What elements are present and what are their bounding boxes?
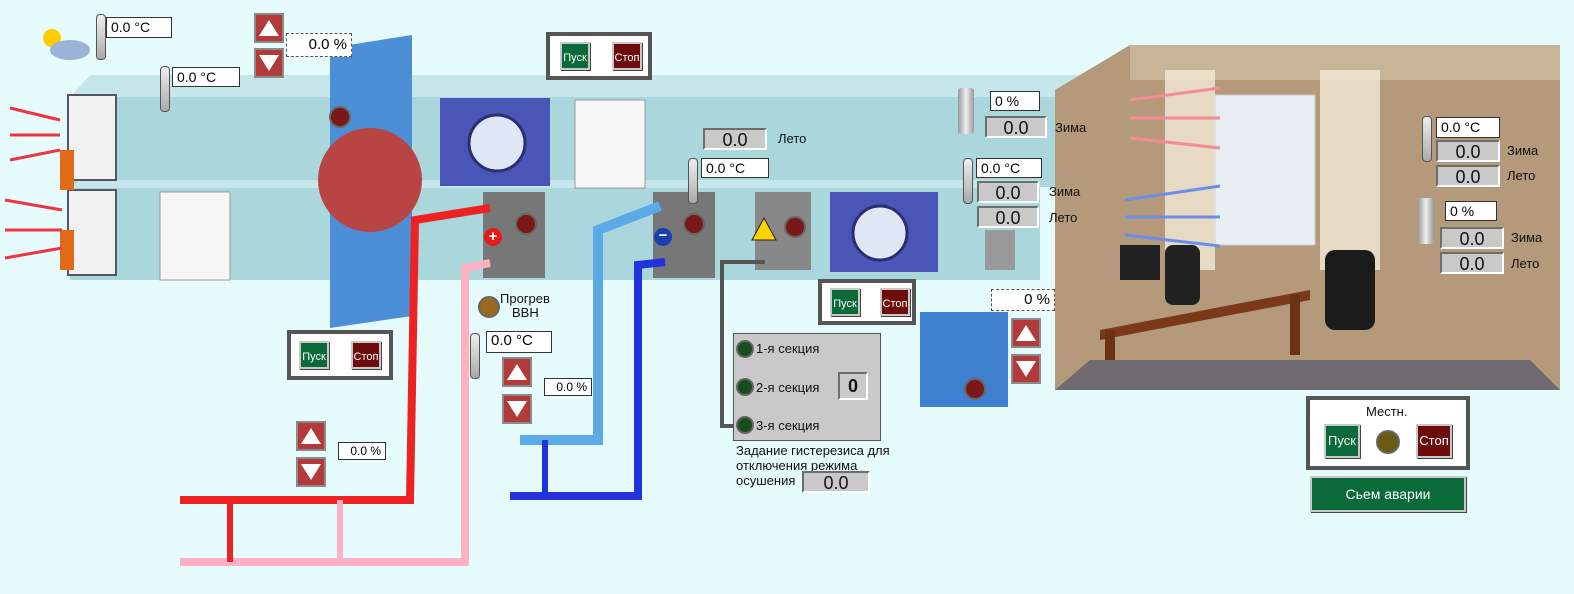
prewarm-status-lamp xyxy=(478,296,500,318)
supply-temp-summer-field[interactable]: 0.0 xyxy=(977,206,1039,228)
electric-heater-sections-panel: 1-я секция 2-я секция 0 3-я секция xyxy=(733,333,881,441)
damper-position-readout: 0.0 % xyxy=(286,33,352,57)
room-temp-readout: 0.0 °C xyxy=(1436,117,1500,138)
section-1-label: 1-я секция xyxy=(756,341,820,356)
thermometer-icon xyxy=(963,158,973,204)
cooler-valve-up-button[interactable] xyxy=(502,357,532,387)
prewarm-label-2: ВВН xyxy=(512,305,539,320)
humidifier-up-button[interactable] xyxy=(1011,318,1041,348)
summer-label: Лето xyxy=(1049,210,1078,225)
recuperator-status-lamp xyxy=(329,106,351,128)
heater-valve-down-button[interactable] xyxy=(296,457,326,487)
summer-setpoint-field[interactable]: 0.0 xyxy=(703,128,767,150)
plus-icon: + xyxy=(484,228,502,246)
supply-fan-control-panel: Пуск Стоп xyxy=(546,32,652,80)
hysteresis-label: Задание гистерезиса для отключения режим… xyxy=(736,443,890,488)
exhaust-fan-start-button[interactable]: Пуск xyxy=(830,288,860,316)
cooler-valve-position-readout: 0.0 % xyxy=(544,378,592,396)
electric-heater-status-lamp xyxy=(784,216,806,238)
local-control-panel: Местн. Пуск Стоп xyxy=(1306,396,1470,470)
humidifier-status-lamp xyxy=(964,378,986,400)
humidifier-down-button[interactable] xyxy=(1011,354,1041,384)
summer-label: Лето xyxy=(778,131,807,146)
heater-valve-position-readout: 0.0 % xyxy=(338,442,386,460)
local-panel-title: Местн. xyxy=(1366,404,1408,419)
recuperator-control-panel: Пуск Стоп xyxy=(287,330,393,380)
thermometer-icon xyxy=(96,14,106,60)
prewarm-label: Прогрев xyxy=(500,291,550,306)
summer-label: Лето xyxy=(1511,256,1540,271)
winter-label: Зима xyxy=(1507,143,1539,158)
heater-return-temp-readout: 0.0 °C xyxy=(486,331,552,353)
hysteresis-field[interactable]: 0.0 xyxy=(802,471,870,493)
room-humidity-summer-field[interactable]: 0.0 xyxy=(1440,252,1504,274)
thermometer-icon xyxy=(470,333,480,379)
room-humidity-winter-field[interactable]: 0.0 xyxy=(1440,227,1504,249)
recuperator-start-button[interactable]: Пуск xyxy=(299,341,329,369)
room-humidity-readout: 0 % xyxy=(1445,201,1497,221)
winter-label: Зима xyxy=(1049,184,1081,199)
damper-up-button[interactable] xyxy=(254,13,284,43)
active-sections-count: 0 xyxy=(838,372,868,400)
supply-humidity-readout: 0 % xyxy=(990,91,1040,111)
alarm-reset-button[interactable]: Сьем аварии xyxy=(1310,476,1466,512)
exhaust-fan-control-panel: Пуск Стоп xyxy=(818,279,916,325)
supply-temp-winter-field[interactable]: 0.0 xyxy=(977,181,1039,203)
thermometer-icon xyxy=(160,66,170,112)
thermometer-icon xyxy=(1422,116,1432,162)
humidity-sensor-icon xyxy=(958,88,974,134)
winter-label: Зима xyxy=(1055,120,1087,135)
supply-humidity-winter-field[interactable]: 0.0 xyxy=(985,116,1047,138)
damper-down-button[interactable] xyxy=(254,48,284,78)
cooler-valve-down-button[interactable] xyxy=(502,394,532,424)
supply-temp-readout: 0.0 °C xyxy=(976,158,1042,178)
section-3-label: 3-я секция xyxy=(756,418,820,433)
minus-icon: − xyxy=(654,228,672,246)
heater-status-lamp xyxy=(515,213,537,235)
humidifier-position-readout: 0 % xyxy=(991,289,1055,311)
section-3-lamp xyxy=(736,416,754,434)
thermometer-icon xyxy=(688,158,698,204)
heater-valve-up-button[interactable] xyxy=(296,421,326,451)
section-1-lamp xyxy=(736,340,754,358)
humidity-sensor-icon xyxy=(1418,198,1434,244)
recuperator-stop-button[interactable]: Стоп xyxy=(351,341,381,369)
supply-fan-start-button[interactable]: Пуск xyxy=(560,42,590,70)
winter-label: Зима xyxy=(1511,230,1543,245)
intake-temp-readout: 0.0 °C xyxy=(172,67,240,87)
after-cooler-temp-readout: 0.0 °C xyxy=(701,158,769,178)
summer-label: Лето xyxy=(1507,168,1536,183)
local-stop-button[interactable]: Стоп xyxy=(1416,424,1452,458)
room-temp-winter-field[interactable]: 0.0 xyxy=(1436,140,1500,162)
section-2-lamp xyxy=(736,378,754,396)
outdoor-temp-readout: 0.0 °C xyxy=(106,17,172,38)
local-start-button[interactable]: Пуск xyxy=(1324,424,1360,458)
exhaust-fan-stop-button[interactable]: Стоп xyxy=(880,288,910,316)
section-2-label: 2-я секция xyxy=(756,380,820,395)
supply-fan-stop-button[interactable]: Стоп xyxy=(612,42,642,70)
local-mode-lamp xyxy=(1376,430,1400,454)
cooler-status-lamp xyxy=(683,213,705,235)
room-temp-summer-field[interactable]: 0.0 xyxy=(1436,165,1500,187)
